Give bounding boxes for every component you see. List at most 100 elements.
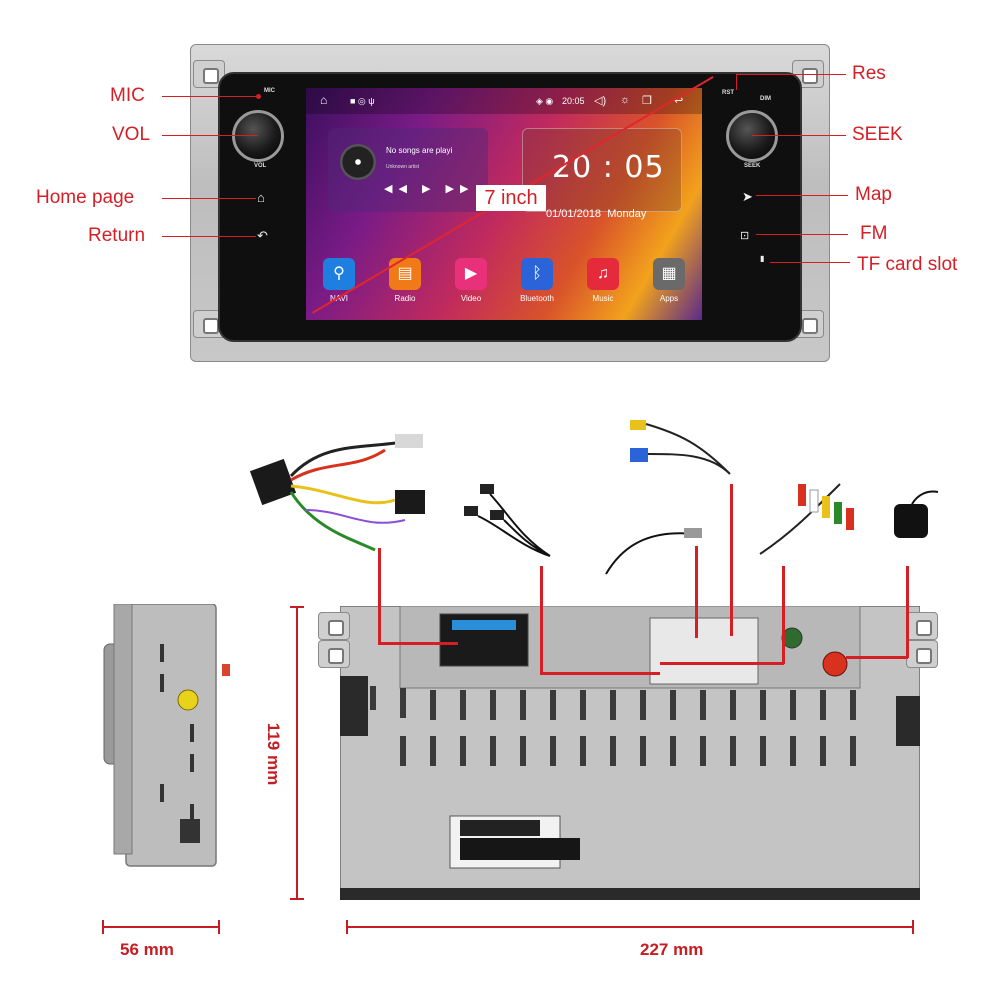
mic-label: MIC: [264, 88, 275, 94]
callout-line: [736, 74, 737, 90]
callout-seek: SEEK: [852, 124, 903, 145]
recent-apps-icon[interactable]: ❐: [642, 95, 652, 107]
dimension-cap: [290, 606, 304, 608]
gps-antenna: [894, 490, 939, 538]
connector-line: [782, 566, 785, 664]
status-bar: ⌂ ■ ◎ ψ ◈ ◉ 20:05 ◁) ☼ ❐ ↩: [306, 88, 702, 114]
app-bluetooth[interactable]: ᛒ Bluetooth: [516, 258, 558, 303]
radio-icon: ▤: [389, 258, 421, 290]
callout-map: Map: [855, 184, 892, 205]
connector-line: [846, 656, 908, 659]
home-icon[interactable]: ⌂: [257, 190, 265, 205]
connector-line: [906, 566, 909, 658]
width-dimension-line: [346, 926, 914, 928]
callout-line: [752, 135, 846, 136]
dimension-cap: [346, 920, 348, 934]
album-art-icon: [340, 144, 376, 180]
callout-tf-card-slot: TF card slot: [857, 254, 958, 275]
gps-signal-icon: ◈ ◉: [536, 96, 554, 106]
date-value: 01/01/2018: [546, 208, 602, 220]
mount-ear: [906, 612, 938, 640]
brightness-icon[interactable]: ☼: [620, 94, 631, 106]
playback-controls[interactable]: ◀◀ ▶ ▶▶: [384, 183, 475, 195]
app-label: Apps: [659, 294, 679, 303]
app-label: Music: [592, 294, 614, 303]
day-value: Monday: [607, 208, 647, 220]
dimension-cap: [218, 920, 220, 934]
notification-icons: ■ ◎ ψ: [350, 96, 375, 106]
main-wiring-harness: [249, 434, 425, 552]
app-label: Bluetooth: [520, 294, 554, 303]
callout-vol: VOL: [112, 124, 151, 145]
callout-line: [736, 74, 846, 75]
grid-icon: ▦: [653, 258, 685, 290]
width-label: 227 mm: [640, 940, 704, 959]
height-label: 119 mm: [264, 722, 284, 786]
clock-date: 01/01/2018 Monday: [546, 208, 646, 220]
connector-line: [695, 546, 698, 638]
map-pin-icon: ⚲: [323, 258, 355, 290]
connector-line: [540, 566, 543, 674]
map-arrow-icon[interactable]: ➤: [742, 189, 753, 204]
dimension-cap: [102, 920, 104, 934]
touch-screen[interactable]: ⌂ ■ ◎ ψ ◈ ◉ 20:05 ◁) ☼ ❐ ↩ No songs are …: [306, 88, 702, 320]
tf-card-slot-icon[interactable]: ▮: [760, 254, 765, 263]
callout-line: [162, 236, 256, 237]
callout-line: [162, 135, 258, 136]
bluetooth-icon: ᛒ: [521, 258, 553, 290]
callout-line: [770, 262, 850, 263]
app-label: Radio: [394, 294, 416, 303]
volume-icon[interactable]: ◁): [594, 95, 607, 107]
clock-time: 20 : 05: [552, 150, 665, 185]
callout-res: Res: [852, 63, 886, 84]
connector-line: [540, 672, 660, 675]
callout-fm: FM: [860, 223, 888, 244]
song-title: No songs are playi: [386, 146, 453, 155]
home-status-icon[interactable]: ⌂: [320, 93, 328, 107]
callout-dot: [256, 94, 261, 99]
dim-label: DIM: [760, 96, 771, 102]
height-dimension-line: [296, 606, 298, 900]
app-navi[interactable]: ⚲ NAVI: [318, 258, 360, 303]
usb-cable: [464, 484, 551, 557]
fm-icon[interactable]: ⊡: [740, 230, 750, 242]
rca-cable: [759, 483, 854, 555]
app-label: Video: [460, 294, 482, 303]
app-apps[interactable]: ▦ Apps: [648, 258, 690, 303]
music-note-icon: ♫: [587, 258, 619, 290]
mount-ear: [193, 60, 225, 88]
back-icon[interactable]: ↩: [674, 95, 684, 107]
volume-knob[interactable]: [232, 110, 284, 162]
status-time: 20:05: [562, 96, 585, 106]
depth-label: 56 mm: [120, 940, 174, 959]
vol-knob-label: VOL: [254, 163, 267, 169]
seek-knob[interactable]: [726, 110, 778, 162]
callout-home-page: Home page: [36, 187, 135, 208]
connector-line: [660, 662, 784, 665]
return-icon[interactable]: ↶: [257, 228, 268, 243]
mount-ear: [318, 612, 350, 640]
callout-return: Return: [88, 225, 146, 246]
app-radio[interactable]: ▤ Radio: [384, 258, 426, 303]
camera-cable: [630, 420, 731, 475]
callout-line: [756, 195, 848, 196]
callout-line: [162, 96, 258, 97]
dimension-cap: [912, 920, 914, 934]
screen-size-label: 7 inch: [476, 185, 546, 211]
clock-widget: [522, 128, 682, 212]
mic-cable: [605, 528, 702, 575]
connector-line: [378, 548, 381, 644]
rst-label: RST: [722, 90, 734, 96]
app-label: NAVI: [329, 294, 349, 303]
dimension-cap: [290, 898, 304, 900]
app-music[interactable]: ♫ Music: [582, 258, 624, 303]
mount-ear: [318, 640, 350, 668]
side-view-chassis: [103, 604, 230, 867]
callout-line: [162, 198, 256, 199]
callout-line: [756, 234, 848, 235]
artist-name: Unknown artist: [386, 164, 420, 170]
connector-line: [730, 484, 733, 636]
seek-knob-label: SEEK: [744, 163, 761, 169]
app-video[interactable]: ▶ Video: [450, 258, 492, 303]
depth-dimension-line: [102, 926, 220, 928]
